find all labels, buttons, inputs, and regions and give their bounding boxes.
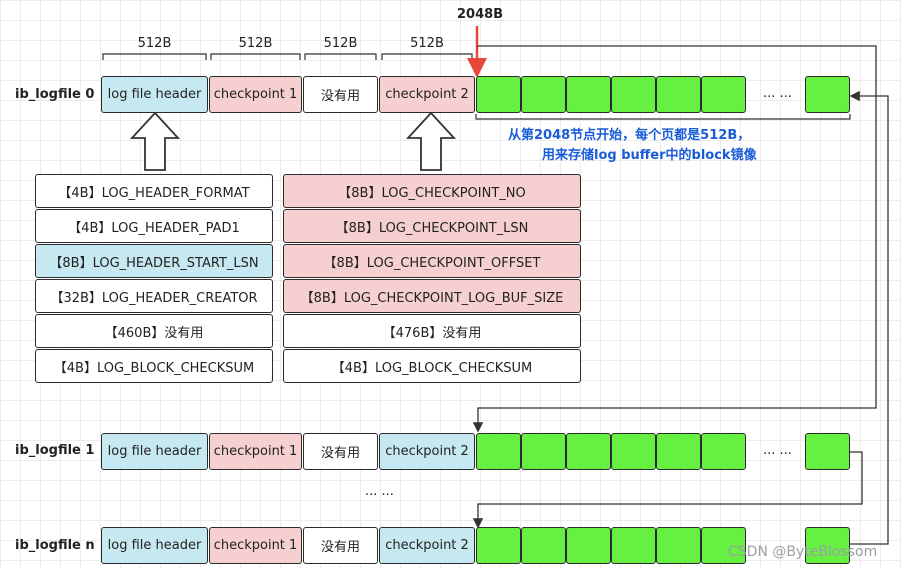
block — [656, 433, 701, 470]
header-field: 【4B】LOG_HEADER_FORMAT — [35, 174, 273, 208]
block — [701, 433, 746, 470]
segment-checkpoint-1: checkpoint 1 — [209, 433, 302, 470]
header-field-unused: 【460B】没有用 — [35, 314, 273, 348]
segment-log-file-header: log file header — [101, 527, 208, 564]
block — [611, 527, 656, 564]
file-name-n: ib_logfile n — [15, 538, 95, 553]
size-brackets — [102, 53, 473, 60]
size-label-unused: 512B — [323, 36, 358, 51]
block — [566, 433, 611, 470]
block — [521, 76, 566, 113]
block — [611, 433, 656, 470]
segment-checkpoint-1: checkpoint 1 — [209, 527, 302, 564]
between-files-ellipsis: ... ... — [365, 484, 394, 499]
segment-log-file-header: log file header — [101, 433, 208, 470]
checkpoint-field-unused: 【476B】没有用 — [283, 314, 581, 348]
size-label-checkpoint1: 512B — [238, 36, 273, 51]
row-ellipsis-0: ... ... — [763, 86, 792, 101]
block — [566, 76, 611, 113]
block — [521, 527, 566, 564]
size-label-checkpoint2: 512B — [410, 36, 444, 51]
segment-checkpoint-2: checkpoint 2 — [379, 433, 475, 470]
segment-checkpoint-2: checkpoint 2 — [379, 76, 475, 113]
block — [476, 527, 521, 564]
segment-log-file-header: log file header — [101, 76, 208, 113]
header-field: 【32B】LOG_HEADER_CREATOR — [35, 279, 273, 313]
checkpoint-field: 【8B】LOG_CHECKPOINT_NO — [283, 174, 581, 208]
up-arrow-checkpoint — [405, 111, 457, 171]
block — [611, 76, 656, 113]
block — [476, 76, 521, 113]
segment-unused: 没有用 — [303, 76, 378, 113]
block — [656, 76, 701, 113]
block — [476, 433, 521, 470]
size-label-header: 512B — [137, 36, 172, 51]
checkpoint-field: 【8B】LOG_CHECKPOINT_OFFSET — [283, 244, 581, 278]
up-arrow-header — [129, 111, 181, 171]
block — [566, 527, 611, 564]
chain-line-2 — [849, 90, 889, 545]
block-last — [805, 527, 850, 564]
block — [701, 527, 746, 564]
watermark: CSDN @ByteBlossom — [728, 544, 878, 560]
file-name-0: ib_logfile 0 — [15, 87, 95, 102]
block — [656, 527, 701, 564]
segment-checkpoint-1: checkpoint 1 — [209, 76, 302, 113]
block — [521, 433, 566, 470]
header-field-start-lsn: 【8B】LOG_HEADER_START_LSN — [35, 244, 273, 278]
marker-label: 2048B — [457, 7, 504, 22]
segment-unused: 没有用 — [303, 527, 378, 564]
block-bracket — [475, 114, 851, 120]
header-field-checksum: 【4B】LOG_BLOCK_CHECKSUM — [35, 349, 273, 383]
header-field: 【4B】LOG_HEADER_PAD1 — [35, 209, 273, 243]
block-note-line-1: 从第2048节点开始，每个页都是512B， — [508, 128, 751, 143]
block-last — [805, 433, 850, 470]
checkpoint-field: 【8B】LOG_CHECKPOINT_LOG_BUF_SIZE — [283, 279, 581, 313]
chain-line-0 — [472, 45, 877, 433]
row-ellipsis-1: ... ... — [763, 443, 792, 458]
segment-checkpoint-2: checkpoint 2 — [379, 527, 475, 564]
block — [701, 76, 746, 113]
segment-unused: 没有用 — [303, 433, 378, 470]
block-last — [805, 76, 850, 113]
chain-line-1 — [472, 451, 863, 529]
checkpoint-field-checksum: 【4B】LOG_BLOCK_CHECKSUM — [283, 349, 581, 383]
block-note-line-2: 用来存储log buffer中的block镜像 — [542, 148, 757, 163]
checkpoint-field: 【8B】LOG_CHECKPOINT_LSN — [283, 209, 581, 243]
file-name-1: ib_logfile 1 — [15, 443, 95, 458]
